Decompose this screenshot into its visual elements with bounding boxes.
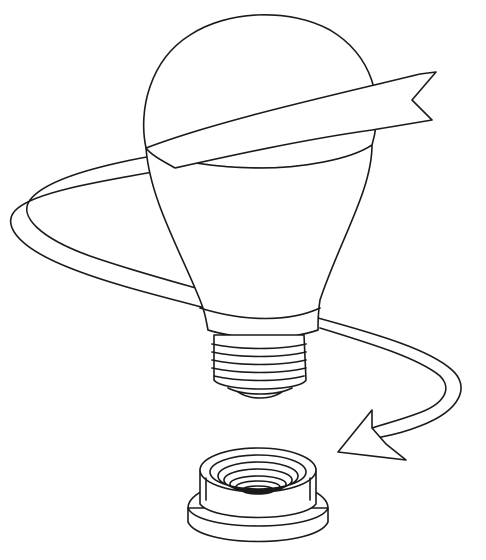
socket-icon: [188, 448, 328, 542]
curved-arrow-icon: [318, 318, 461, 460]
bulb-body-icon: [146, 145, 372, 338]
screw-thread-icon: [212, 335, 306, 398]
